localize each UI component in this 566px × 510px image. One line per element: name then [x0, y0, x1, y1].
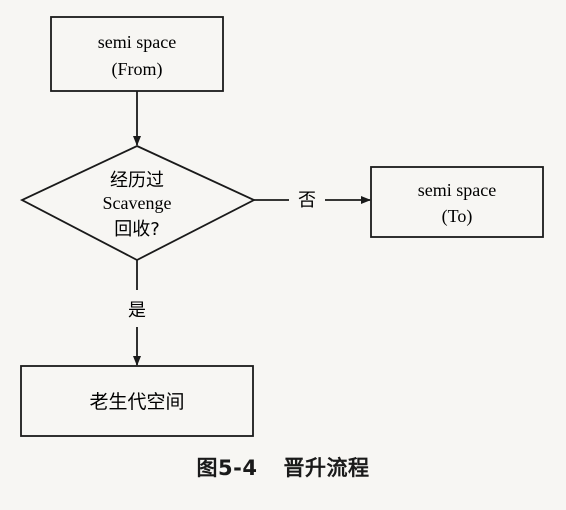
old-generation-label: 老生代空间 [89, 391, 184, 413]
decision-line1: 经历过 [110, 170, 164, 191]
no-label: 否 [298, 190, 316, 211]
from-node-line1: semi space [98, 32, 176, 52]
to-node-line1: semi space [418, 180, 496, 200]
figure-title: 晋升流程 [283, 456, 370, 480]
to-semi-space-box [370, 166, 544, 238]
scavenge-decision-node: 经历过 Scavenge 回收? [19, 145, 257, 262]
decision-line2: Scavenge [103, 193, 172, 213]
from-node-line2: (From) [112, 59, 163, 80]
to-semi-space-node: semi space (To) [370, 166, 544, 238]
from-semi-space-node: semi space (From) [50, 16, 224, 92]
old-generation-node: 老生代空间 [20, 365, 254, 437]
to-node-line2: (To) [442, 206, 473, 227]
old-generation-box [20, 365, 254, 437]
yes-label: 是 [128, 300, 146, 321]
figure-number: 图5-4 [196, 456, 258, 480]
figure-caption: 图5-4 晋升流程 [0, 452, 566, 482]
from-semi-space-box [50, 16, 224, 92]
decision-line3: 回收? [114, 219, 160, 240]
